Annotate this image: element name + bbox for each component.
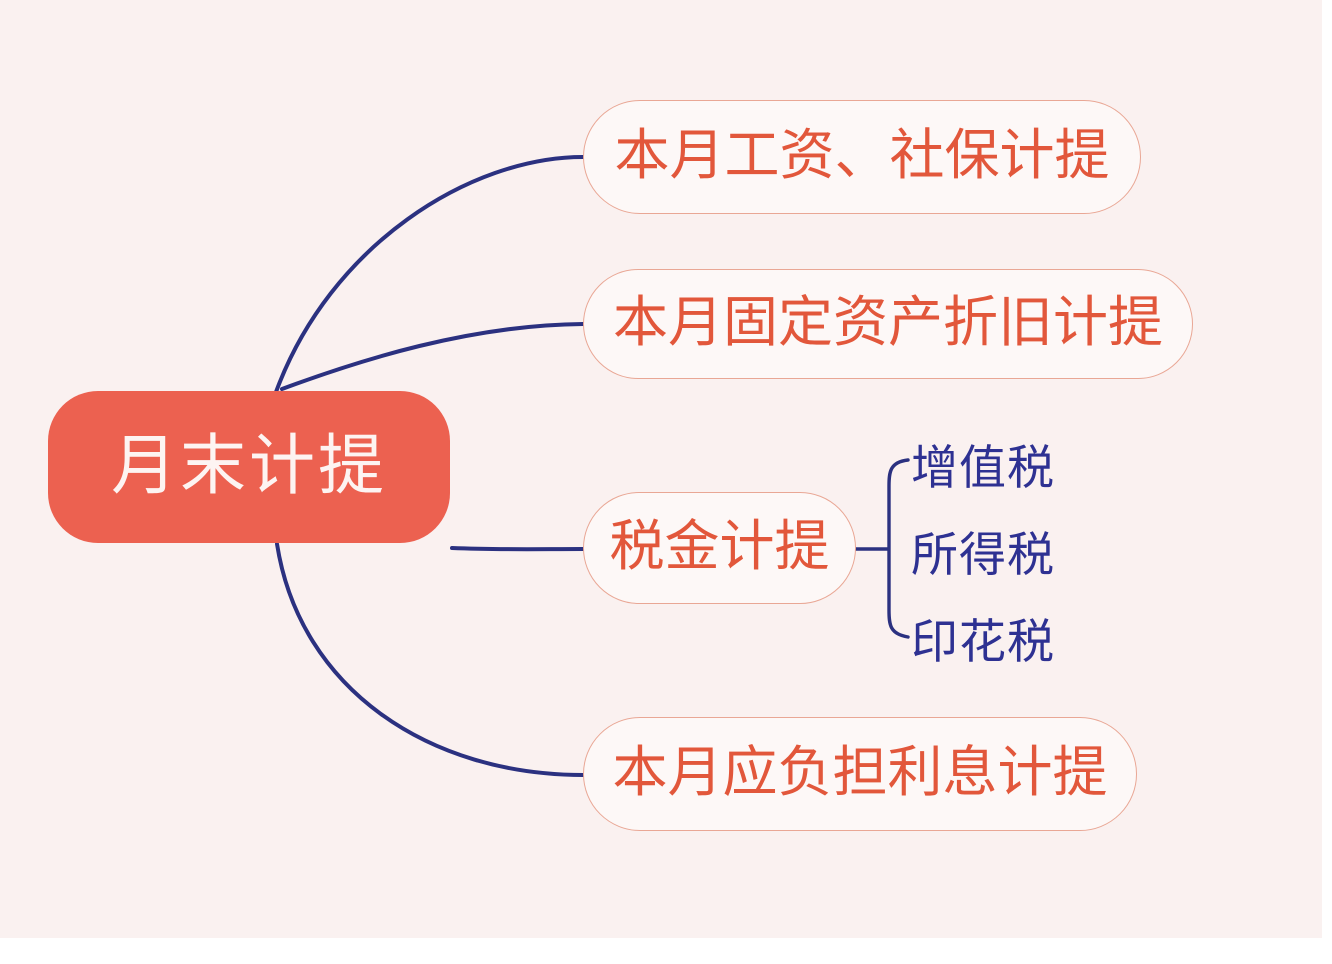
leaf-node-label: 所得税	[911, 528, 1055, 581]
branch-node-interest-accrual[interactable]: 本月应负担利息计提	[583, 717, 1137, 831]
branch-node-salary-social-insurance[interactable]: 本月工资、社保计提	[583, 100, 1141, 214]
branch-node-label: 税金计提	[609, 514, 830, 577]
root-node-label: 月末计提	[111, 428, 387, 502]
branch-node-label: 本月固定资产折旧计提	[612, 290, 1163, 353]
branch-node-tax-accrual[interactable]: 税金计提	[583, 492, 856, 604]
leaf-node-stamp-tax[interactable]: 印花税	[911, 618, 1055, 665]
root-node[interactable]: 月末计提	[48, 391, 450, 543]
branch-node-label: 本月应负担利息计提	[612, 740, 1108, 803]
leaf-node-value-added-tax[interactable]: 增值税	[911, 444, 1055, 491]
leaf-node-label: 增值税	[911, 441, 1055, 494]
branch-node-label: 本月工资、社保计提	[614, 123, 1110, 186]
leaf-node-income-tax[interactable]: 所得税	[911, 531, 1055, 578]
branch-node-fixed-asset-depreciation[interactable]: 本月固定资产折旧计提	[583, 269, 1193, 379]
leaf-node-label: 印花税	[911, 615, 1055, 668]
